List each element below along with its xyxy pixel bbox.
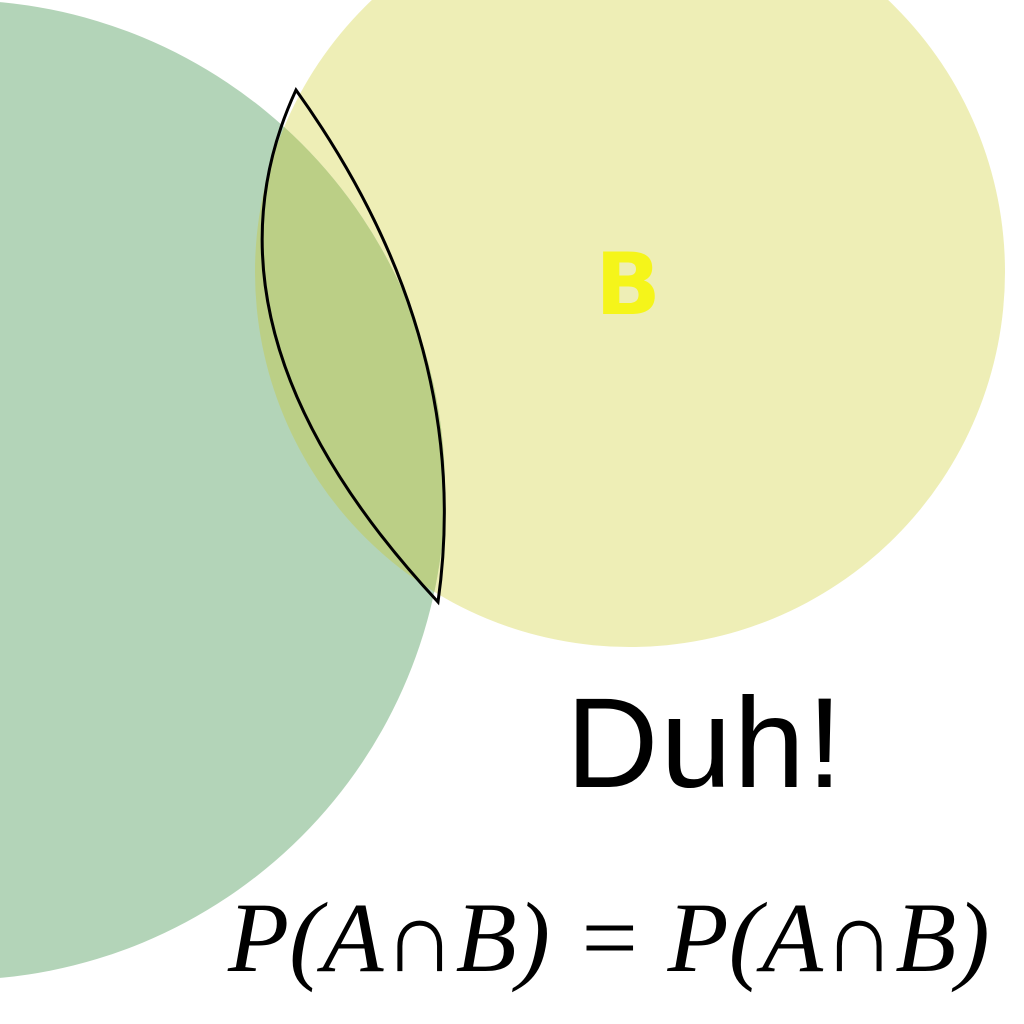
remark-text: Duh! [566, 672, 845, 815]
circle-b-label: B [595, 235, 661, 335]
intersection-outline [260, 87, 446, 606]
probability-formula: P(A∩B) = P(A∩B) [228, 882, 990, 993]
